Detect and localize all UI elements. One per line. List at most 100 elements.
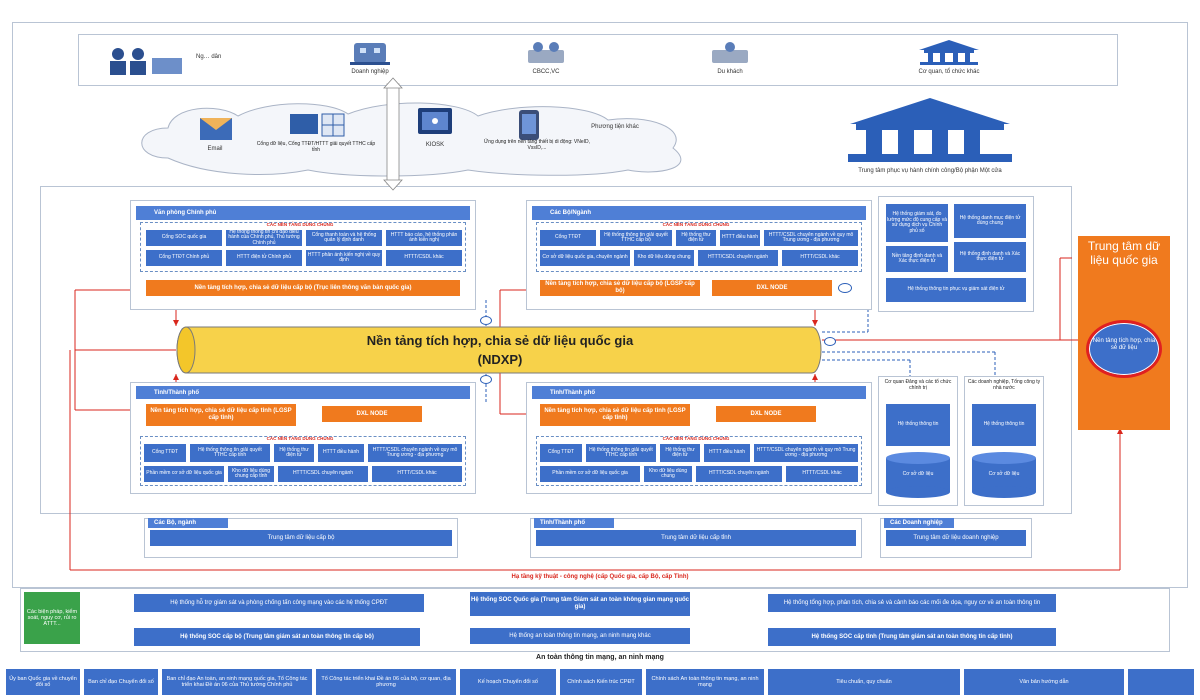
soc-ministry[interactable]: Hệ thống SOC cấp bộ (Trung tâm giám sát … xyxy=(134,628,420,646)
party-agencies-db[interactable]: Cơ sở dữ liệu xyxy=(886,452,950,498)
province-right-cell[interactable]: HTTT/CSDL chuyên ngành về quy mô Trung ư… xyxy=(754,444,858,462)
province-right-cell[interactable]: Hệ thống thư điện tử xyxy=(660,444,700,462)
ministries-cell[interactable]: HTTT điều hành xyxy=(720,230,760,246)
gov-office-integration[interactable]: Nền tảng tích hợp, chia sẻ dữ liệu cấp b… xyxy=(146,280,460,296)
province-right-cell[interactable]: Hệ thống thông tin giải quyết TTHC cấp t… xyxy=(586,444,656,462)
gov-office-cell[interactable]: HTTT phản ánh kiến nghị về quy định xyxy=(306,250,382,266)
ndxp-title: Nền tảng tích hợp, chia sẻ dữ liệu quốc … xyxy=(366,333,634,348)
gov-office-cell[interactable]: Cổng SOC quốc gia xyxy=(146,230,222,246)
province-left-dxl-node[interactable]: DXL NODE xyxy=(322,406,422,422)
ministries-cell[interactable]: HTTT/CSDL chuyên ngành xyxy=(698,250,778,266)
province-right-cell[interactable]: Kho dữ liệu dùng chung xyxy=(644,466,692,482)
bottom-item[interactable]: Tiêu chuẩn, quy chuẩn xyxy=(768,669,960,695)
side-system[interactable]: Nền tảng định danh và Xác thực điện tử xyxy=(886,246,948,272)
ndxp-pipe[interactable] xyxy=(176,326,822,374)
bottom-item[interactable] xyxy=(1128,669,1194,695)
province-left-integration[interactable]: Nền tảng tích hợp, chia sẻ dữ liệu cấp t… xyxy=(146,404,296,426)
province-right-cell[interactable]: HTTT điều hành xyxy=(704,444,750,462)
province-left-cell[interactable]: Hệ thống thư điện tử xyxy=(274,444,314,462)
province-left-cell[interactable]: HTTT/CSDL khác xyxy=(372,466,462,482)
channel-portal[interactable]: Cổng dữ liệu, Cổng TTĐT/HTTT giải quyết … xyxy=(256,141,376,153)
gov-office-cell[interactable]: Hệ thống thông tin chỉ đạo điều hành của… xyxy=(226,229,302,246)
enterprise-agencies-system[interactable]: Hệ thống thông tin xyxy=(972,404,1036,446)
infra-label: Hạ tầng kỹ thuật - công nghệ (cấp Quốc g… xyxy=(511,574,689,580)
building-icon xyxy=(350,43,390,65)
bottom-item[interactable]: Ủy ban Quốc gia về chuyển đổi số xyxy=(6,669,80,695)
bottom-item[interactable]: Chính sách An toàn thông tin mạng, an ni… xyxy=(646,669,764,695)
user-institution[interactable]: Cơ quan, tổ chức khác xyxy=(894,38,1004,80)
province-left-cell[interactable]: HTTT điều hành xyxy=(318,444,364,462)
security-left-label: Các biện pháp, kiểm soát, nguy cơ, rủi r… xyxy=(24,592,80,644)
bottom-item[interactable]: Văn bản hướng dẫn xyxy=(964,669,1124,695)
security-warning[interactable]: Hệ thống tổng hợp, phân tích, chia sẻ và… xyxy=(768,594,1056,612)
channel-mobile[interactable]: Ứng dụng trên nền tảng thiết bị di động:… xyxy=(483,139,590,151)
channel-email[interactable]: Email xyxy=(207,146,223,152)
service-center-icon xyxy=(840,96,1020,166)
gov-office-cell[interactable]: Cổng thanh toán và hệ thống quản lý định… xyxy=(306,230,382,246)
institution-icon xyxy=(919,40,979,65)
province-right-cell[interactable]: HTTT/CSDL chuyên ngành xyxy=(696,466,782,482)
dc-provinces-title: Tỉnh/Thành phố xyxy=(534,518,614,528)
province-left-cell[interactable]: Cổng TTĐT xyxy=(144,444,186,462)
bottom-item[interactable]: Ban chỉ đạo An toàn, an ninh mạng quốc g… xyxy=(162,669,312,695)
security-support[interactable]: Hệ thống hỗ trợ giám sát và phòng chống … xyxy=(134,594,424,612)
bottom-item[interactable]: Chính sách Kiến trúc CPĐT xyxy=(560,669,642,695)
national-platform-label: Nền tảng tích hợp, chia sẻ dữ liệu xyxy=(1092,338,1156,351)
side-system[interactable]: Hệ thống thông tin phục vụ giám sát điện… xyxy=(886,278,1026,302)
province-right-dxl-node[interactable]: DXL NODE xyxy=(716,406,816,422)
party-agencies-system[interactable]: Hệ thống thông tin xyxy=(886,404,950,446)
gov-office-platforms xyxy=(140,222,466,272)
ndxp-cylinder-shape xyxy=(176,326,822,374)
ministries-cell[interactable]: Cổng TTĐT xyxy=(540,230,596,246)
user-enterprise[interactable]: Doanh nghiệp xyxy=(330,40,410,80)
province-left-cell[interactable]: Phần mềm cơ sở dữ liệu quốc gia xyxy=(144,466,224,482)
province-right-cell[interactable]: Cổng TTĐT xyxy=(540,444,582,462)
dc-provinces[interactable]: Trung tâm dữ liệu cấp tỉnh xyxy=(536,530,856,546)
service-center-label: Trung tâm phục vụ hành chính công/Bộ phậ… xyxy=(858,168,1002,174)
province-left-cell[interactable]: Hệ thống thông tin giải quyết TTHC cấp t… xyxy=(190,444,270,462)
dc-enterprises[interactable]: Trung tâm dữ liệu doanh nghiệp xyxy=(886,530,1026,546)
side-system[interactable]: Hệ thống danh mục điện tử dùng chung xyxy=(954,204,1026,238)
ministries-cell[interactable]: HTTT/CSDL khác xyxy=(782,250,858,266)
side-system[interactable]: Hệ thống giám sát, đo lường mức độ cung … xyxy=(886,204,948,242)
gov-office-cell[interactable]: Cổng TTĐT Chính phủ xyxy=(146,250,222,266)
gov-office-cell[interactable]: HTTT báo cáo, hệ thống phản ánh kiến ngh… xyxy=(386,230,462,246)
ndxp-connector-icon xyxy=(480,375,492,384)
gov-office-cell[interactable]: HTTT/CSDL khác xyxy=(386,250,462,266)
ministries-cell[interactable]: HTTT/CSDL chuyên ngành về quy mô Trung ư… xyxy=(764,230,858,246)
gov-office-subheader: CÁC NỀN TẢNG DÙNG CHUNG xyxy=(266,222,334,227)
ministries-integration[interactable]: Nền tảng tích hợp, chia sẻ dữ liệu cấp b… xyxy=(540,280,700,296)
bottom-item[interactable]: Kế hoạch Chuyển đổi số xyxy=(460,669,556,695)
side-system[interactable]: Hệ thống định danh và Xác thực điện tử xyxy=(954,242,1026,272)
ministries-subheader: CÁC NỀN TẢNG DÙNG CHUNG xyxy=(662,222,730,227)
province-right-integration[interactable]: Nền tảng tích hợp, chia sẻ dữ liệu cấp t… xyxy=(540,404,690,426)
party-agencies-title: Cơ quan Đảng và các tổ chức chính trị xyxy=(884,379,952,391)
bottom-item[interactable]: Tổ Công tác triển khai Đề án 06 của bộ, … xyxy=(316,669,456,695)
province-left-cell[interactable]: HTTT/CSDL chuyên ngành về quy mô Trung ư… xyxy=(368,444,462,462)
user-enterprise-label: Doanh nghiệp xyxy=(351,69,389,75)
gov-office-title: Văn phòng Chính phủ xyxy=(136,206,470,220)
province-left-cell[interactable]: Kho dữ liệu dùng chung cấp tỉnh xyxy=(228,466,274,482)
party-agencies-db-label: Cơ sở dữ liệu xyxy=(902,471,934,477)
ministries-cell[interactable]: Cơ sở dữ liệu quốc gia, chuyên ngành xyxy=(540,250,630,266)
province-left-cell[interactable]: HTTT/CSDL chuyên ngành xyxy=(278,466,368,482)
user-traveler[interactable]: Du khách xyxy=(690,40,770,80)
bottom-item[interactable]: Ban chỉ đạo Chuyển đổi số xyxy=(84,669,158,695)
email-icon xyxy=(196,112,236,142)
province-right-cell[interactable]: HTTT/CSDL khác xyxy=(786,466,858,482)
channel-kiosk[interactable]: KIOSK xyxy=(425,142,445,148)
ministries-dxl-node[interactable]: DXL NODE xyxy=(712,280,832,296)
gov-office-cell[interactable]: HTTT điện tử Chính phủ xyxy=(226,250,302,266)
ministries-cell[interactable]: Hệ thống thư điện tử xyxy=(676,230,716,246)
ministries-cell[interactable]: Kho dữ liệu dùng chung xyxy=(634,250,694,266)
enterprise-agencies-db[interactable]: Cơ sở dữ liệu xyxy=(972,452,1036,498)
soc-national[interactable]: Hệ thống SOC Quốc gia (Trung tâm Giám sá… xyxy=(470,592,690,616)
soc-province[interactable]: Hệ thống SOC cấp tỉnh (Trung tâm giám sá… xyxy=(768,628,1056,646)
channel-other[interactable]: Phương tiện khác xyxy=(591,124,639,130)
user-officials[interactable]: CBCC,VC xyxy=(506,40,586,80)
ministries-cell[interactable]: Hệ thống thông tin giải quyết TTHC cấp b… xyxy=(600,230,672,246)
security-safety[interactable]: Hệ thống an toàn thông tin mạng, an ninh… xyxy=(470,628,690,644)
national-platform[interactable] xyxy=(1086,320,1162,378)
province-right-cell[interactable]: Phần mềm cơ sở dữ liệu quốc gia xyxy=(540,466,640,482)
dc-ministries[interactable]: Trung tâm dữ liệu cấp bộ xyxy=(150,530,452,546)
